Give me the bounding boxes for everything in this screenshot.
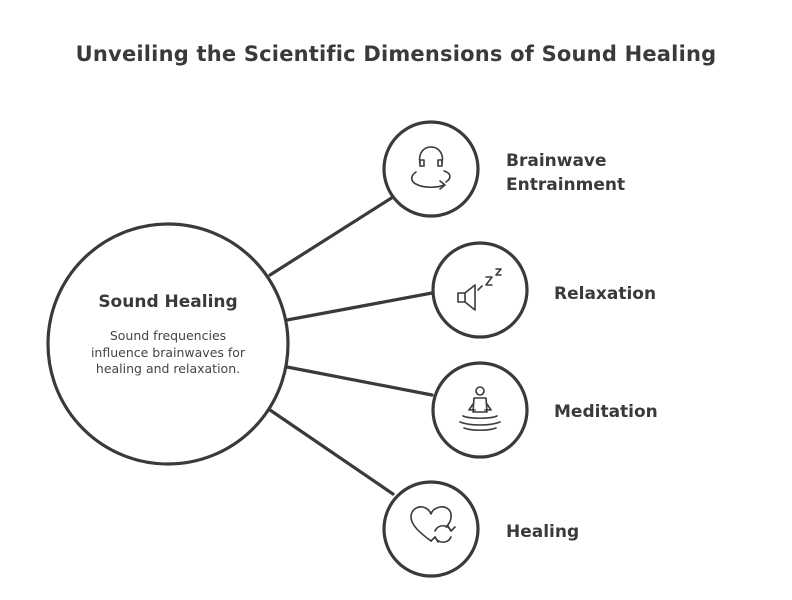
connector-healing xyxy=(268,408,395,496)
brainwave-label-line1: Brainwave xyxy=(506,151,607,171)
hub-title: Sound Healing xyxy=(98,292,238,312)
diagram-title: Unveiling the Scientific Dimensions of S… xyxy=(75,42,717,66)
hub-description: Sound frequencies influence brainwaves f… xyxy=(90,328,246,376)
heart-refresh-icon xyxy=(410,506,456,544)
connector-relaxation xyxy=(285,291,434,322)
healing-label: Healing xyxy=(506,522,580,542)
relaxation-label: Relaxation xyxy=(554,284,657,304)
meditation-icon xyxy=(459,386,501,432)
sleep-speaker-icon xyxy=(457,268,502,311)
relaxation-circle xyxy=(431,241,529,339)
brainwave-label-line2: Entrainment xyxy=(506,175,626,195)
meditation-label: Meditation xyxy=(554,402,658,422)
meditation-circle xyxy=(431,361,529,459)
brainwave-circle xyxy=(382,120,480,218)
healing-circle xyxy=(382,480,480,578)
brainwave-entrainment-label: Brainwave Entrainment xyxy=(506,149,706,197)
hub-circle xyxy=(46,222,290,466)
connector-meditation xyxy=(285,365,434,397)
head-cycle-icon xyxy=(410,146,451,190)
connector-brainwave xyxy=(268,195,395,277)
